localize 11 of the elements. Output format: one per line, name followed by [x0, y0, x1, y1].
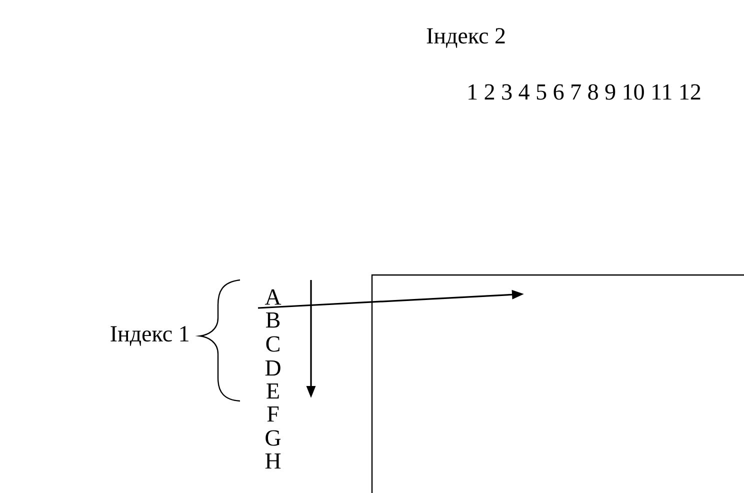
axis-label: Індекс 2: [426, 28, 505, 48]
row-letter: E: [266, 383, 279, 399]
row-letter: H: [265, 453, 281, 469]
column-numbers: 1 2 3 4 5 6 7 8 9 10 11 12: [468, 84, 700, 100]
row-letter: D: [265, 360, 280, 376]
row-letter: F: [267, 406, 279, 422]
row-letter: G: [266, 430, 281, 446]
axis-label: Індекс 1: [110, 326, 188, 346]
row-letter: C: [266, 336, 280, 352]
row-letter: B: [266, 312, 280, 328]
row-letter: A: [264, 289, 282, 305]
